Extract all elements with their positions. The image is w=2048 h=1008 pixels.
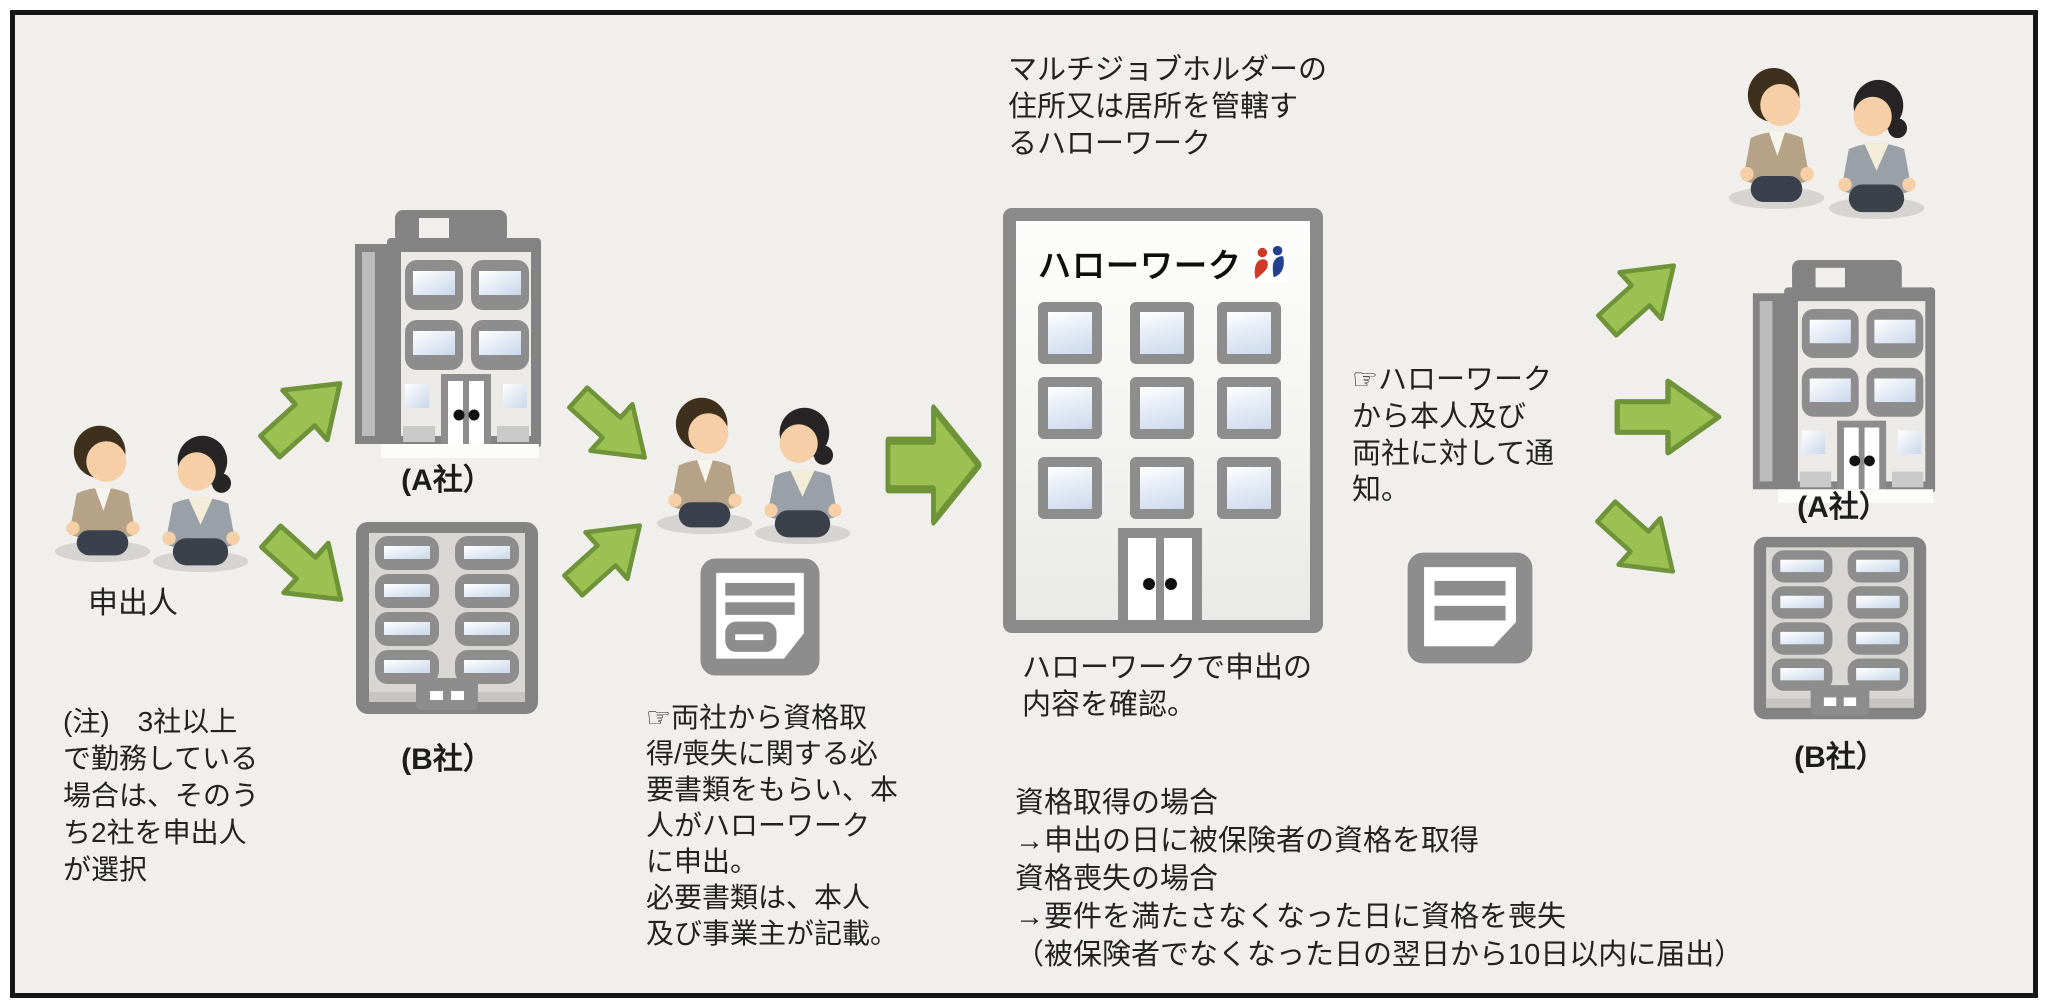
company-a-label-left: (A社） <box>401 464 493 497</box>
window-icon <box>1217 302 1281 364</box>
applicants-icon <box>48 420 263 575</box>
application-note: ☞両社から資格取 得/喪失に関する必 要書類をもらい、本 人がハローワーク に申… <box>646 702 899 949</box>
company-a-building-icon-right <box>1745 258 1941 503</box>
arrow-notify-to-company-a <box>1614 374 1722 460</box>
man-icon <box>652 392 757 537</box>
notification-document-icon <box>1405 550 1535 666</box>
window-icon <box>1038 302 1102 364</box>
company-b-building-icon-right <box>1750 535 1930 725</box>
mhlw-logo-icon <box>1250 244 1288 282</box>
woman-icon <box>750 402 855 547</box>
window-icon <box>1038 457 1102 519</box>
company-b-label-right: (B社） <box>1794 741 1886 774</box>
company-b-building-icon <box>352 520 542 720</box>
woman-icon <box>148 430 253 575</box>
notified-workers-icon <box>1722 62 1937 227</box>
company-a-label-right: (A社） <box>1797 491 1889 524</box>
man-icon <box>50 420 155 565</box>
window-icon <box>1130 377 1194 439</box>
result-note: 資格取得の場合 →申出の日に被保険者の資格を取得 資格喪失の場合 →要件を満たさ… <box>1015 787 1744 971</box>
notification-note: ☞ハローワーク から本人及び 両社に対して通 知。 <box>1352 364 1555 507</box>
window-icon <box>1130 302 1194 364</box>
man-icon <box>1724 62 1829 212</box>
window-icon <box>1217 457 1281 519</box>
arrow-worker-to-hellowork <box>885 397 982 533</box>
application-document-icon <box>698 556 822 678</box>
window-icon <box>1038 377 1102 439</box>
applicant-label: 申出人 <box>88 587 178 620</box>
hellowork-sign-text: ハローワーク <box>1038 247 1242 284</box>
hellowork-building: ハローワーク <box>1003 208 1323 633</box>
door-icon <box>1118 528 1202 620</box>
company-b-label-left: (B社） <box>401 743 493 776</box>
woman-icon <box>1824 74 1929 222</box>
hellowork-jurisdiction-caption: マルチジョブホルダーの 住所又は居所を管轄す るハローワーク <box>1008 54 1328 160</box>
worker-pair-icon <box>650 392 865 547</box>
hellowork-check-note: ハローワークで申出の 内容を確認。 <box>1022 652 1313 721</box>
hellowork-sign: ハローワーク <box>1016 239 1310 287</box>
window-icon <box>1217 377 1281 439</box>
window-icon <box>1130 457 1194 519</box>
company-a-building-icon <box>347 208 547 458</box>
applicant-note: (注) 3社以上 で勤務している 場合は、そのう ち2社を申出人 が選択 <box>63 706 260 885</box>
